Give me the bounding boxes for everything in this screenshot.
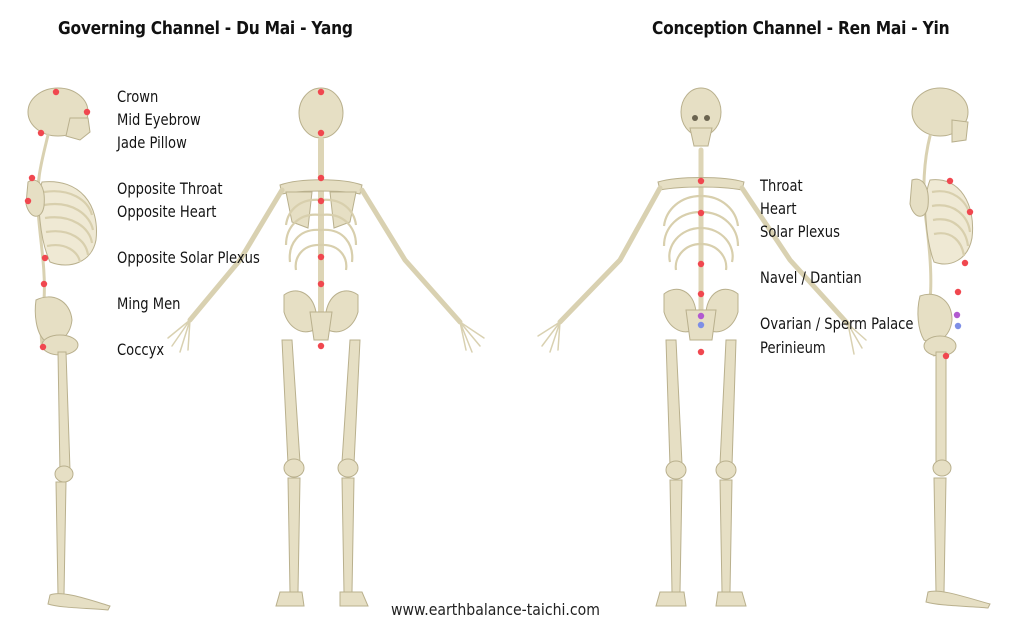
label-throat: Throat: [760, 176, 803, 195]
label-perinieum: Perinieum: [760, 338, 826, 357]
conception-channel-title: Conception Channel - Ren Mai - Yin: [652, 18, 950, 39]
label-navel-dantian: Navel / Dantian: [760, 268, 862, 287]
point-opposite-solar-plexus-side: [41, 254, 49, 262]
label-coccyx: Coccyx: [117, 340, 165, 359]
label-crown: Crown: [117, 87, 159, 106]
label-heart: Heart: [760, 199, 797, 218]
point-jade-pillow-side: [37, 129, 45, 137]
skeleton-back-view-governing: [167, 87, 485, 607]
point-opposite-throat-side: [28, 174, 36, 182]
governing-points-back: [317, 88, 325, 350]
website-url: www.earthbalance-taichi.com: [391, 600, 600, 619]
label-mid-eyebrow: Mid Eyebrow: [117, 110, 201, 129]
conception-points-side: [942, 177, 974, 360]
label-solar-plexus: Solar Plexus: [760, 222, 840, 241]
point-ming-men-side: [40, 280, 48, 288]
point-opposite-heart-side: [24, 197, 32, 205]
governing-points-side: [24, 88, 91, 351]
label-opposite-heart: Opposite Heart: [117, 202, 217, 221]
governing-channel-title: Governing Channel - Du Mai - Yang: [58, 18, 353, 39]
skeleton-side-view-conception: [909, 87, 991, 609]
skeleton-side-view-governing: [25, 87, 111, 611]
label-opposite-throat: Opposite Throat: [117, 179, 223, 198]
conception-points-front: [697, 177, 705, 356]
label-opposite-solar-plexus: Opposite Solar Plexus: [117, 248, 260, 267]
point-mid-eyebrow-side: [83, 108, 91, 116]
point-crown-side: [52, 88, 60, 96]
label-jade-pillow: Jade Pillow: [117, 133, 187, 152]
label-ming-men: Ming Men: [117, 294, 181, 313]
point-coccyx-side: [39, 343, 47, 351]
label-ovarian-sperm-palace: Ovarian / Sperm Palace: [760, 314, 914, 333]
